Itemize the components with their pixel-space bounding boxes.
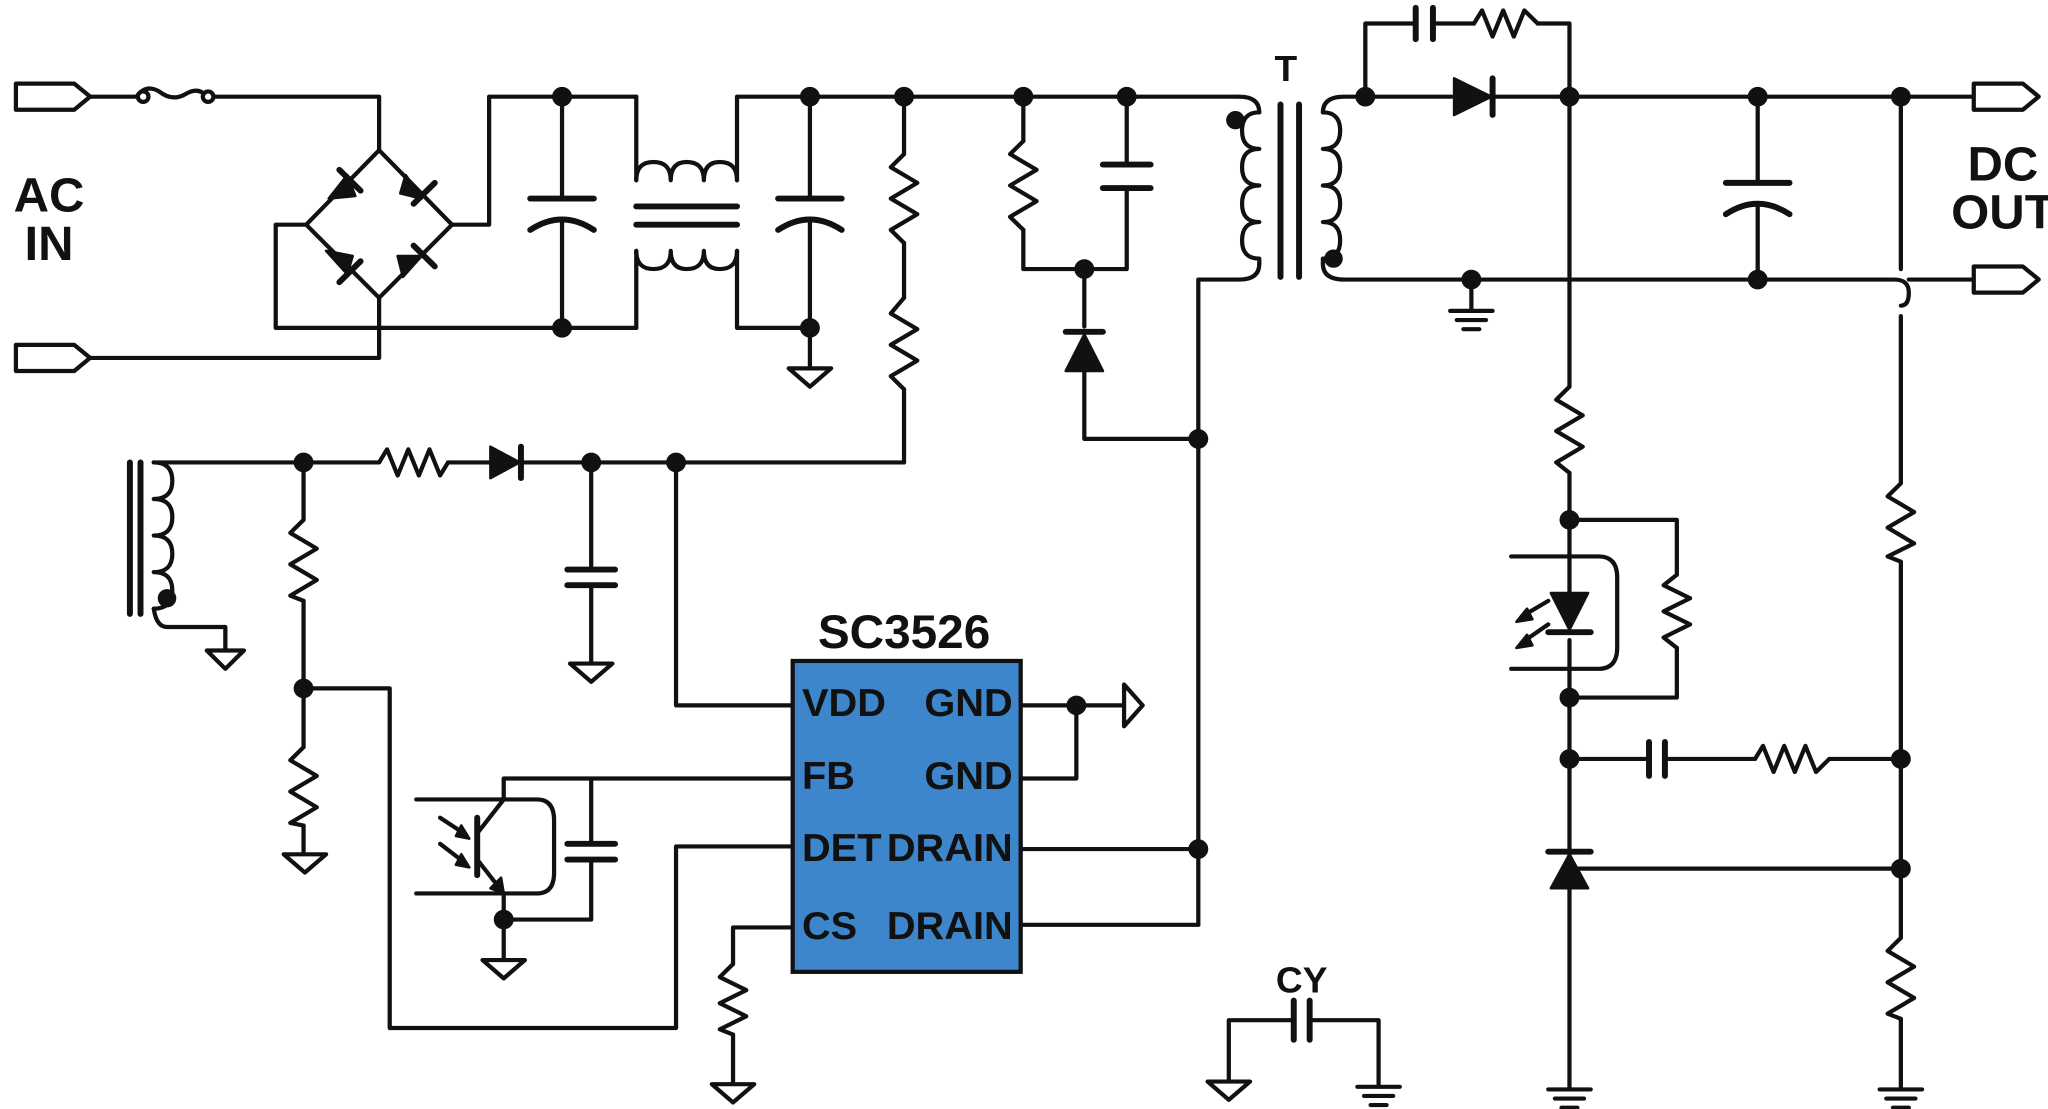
snubber-diode <box>1062 328 1106 373</box>
bulk-capacitor-2 <box>775 195 845 233</box>
pin-drain-2: DRAIN <box>887 904 1013 948</box>
cs-resistor <box>717 961 749 1037</box>
ic-title: SC3526 <box>818 606 990 659</box>
bulk-capacitor-1 <box>527 195 597 233</box>
primary-ground-4 <box>281 852 329 875</box>
primary-ground-1 <box>786 366 834 389</box>
ac-in-label-line1: AC <box>14 169 85 223</box>
vdd-capacitor <box>564 566 619 589</box>
primary-ground-6 <box>709 1082 757 1105</box>
pin-det: DET <box>802 826 882 870</box>
primary-ground-8 <box>1205 1079 1253 1102</box>
divider-resistor-bottom <box>1885 935 1917 1021</box>
primary-ground-2 <box>204 648 247 671</box>
startup-resistor-2 <box>888 295 920 392</box>
common-mode-choke <box>633 159 740 272</box>
led-bypass-resistor <box>1661 572 1693 650</box>
led-series-resistor <box>1554 384 1585 475</box>
pin-gnd-1: GND <box>924 681 1012 725</box>
snubber-resistor <box>1007 138 1039 232</box>
dc-out-terminal-minus <box>1971 264 2041 295</box>
det-resistor-bottom <box>288 745 319 828</box>
transformer-label: T <box>1274 48 1297 89</box>
auxiliary-winding <box>126 459 177 617</box>
secondary-ground-3 <box>1877 1087 1925 1109</box>
secondary-ground-2 <box>1546 1087 1593 1109</box>
cy-earth-ground <box>1355 1084 1402 1108</box>
fuse <box>134 86 216 104</box>
primary-ground-3 <box>567 661 615 684</box>
compensation-resistor <box>1752 743 1832 775</box>
secondary-ground <box>1448 308 1495 332</box>
compensation-capacitor <box>1646 739 1668 779</box>
pin-gnd-2: GND <box>924 754 1012 798</box>
ic-body <box>790 658 1023 974</box>
dc-out-terminal-plus <box>1971 81 2041 112</box>
pin-fb: FB <box>802 754 855 798</box>
secondary-snubber-capacitor <box>1412 4 1436 43</box>
transformer <box>1226 101 1343 280</box>
primary-ground-7 <box>1121 682 1145 729</box>
optocoupler-transistor <box>437 797 506 922</box>
startup-resistor-1 <box>888 152 920 246</box>
divider-resistor-top <box>1885 481 1917 564</box>
wires <box>88 21 1974 1092</box>
shunt-regulator <box>1545 848 1594 890</box>
optocoupler-led <box>1509 554 1620 671</box>
ac-in-label-line2: IN <box>25 217 74 271</box>
output-diode <box>1452 75 1496 118</box>
fb-capacitor <box>564 840 619 863</box>
aux-diode <box>489 443 524 482</box>
pin-cs: CS <box>802 904 857 948</box>
ac-in-terminal-2 <box>13 342 93 374</box>
output-capacitor <box>1722 179 1793 218</box>
bridge-rectifier <box>304 148 455 300</box>
cy-capacitor <box>1290 997 1313 1043</box>
aux-series-resistor <box>376 447 451 478</box>
dc-out-label-line2: OUT <box>1951 186 2048 240</box>
cy-label: CY <box>1276 960 1328 1001</box>
connectors <box>13 81 2041 374</box>
primary-ground-5 <box>480 957 528 981</box>
dc-out-label-line1: DC <box>1968 138 2039 192</box>
junction-dots <box>293 86 1911 930</box>
secondary-snubber-resistor <box>1471 8 1540 39</box>
snubber-capacitor <box>1099 161 1154 192</box>
pin-vdd: VDD <box>802 681 886 725</box>
pin-drain-1: DRAIN <box>887 826 1013 870</box>
det-resistor-top <box>288 517 319 603</box>
ac-in-terminal-1 <box>13 81 93 112</box>
controller-ic: SC3526 VDD FB DET CS GND GND DRAIN DRAIN <box>790 606 1023 974</box>
